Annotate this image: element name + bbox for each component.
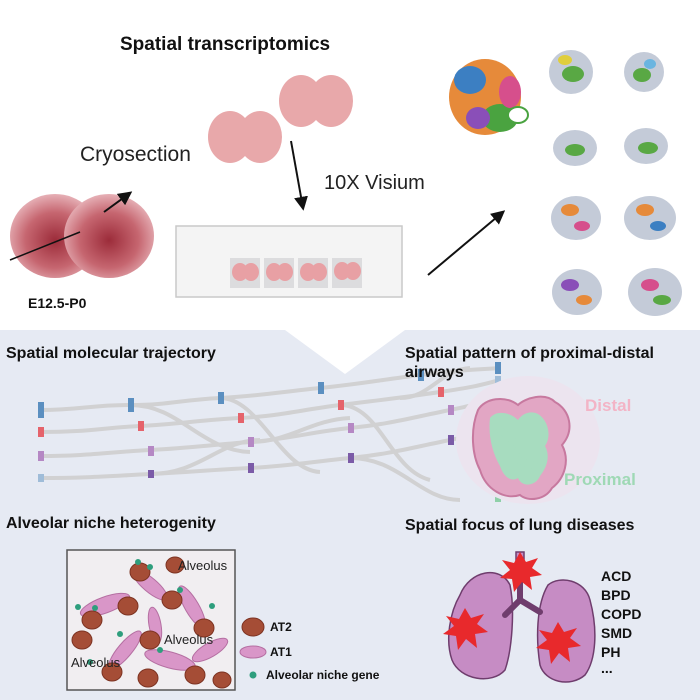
diseases-panel-title: Spatial focus of lung diseases <box>405 517 635 534</box>
disease-item: BPD <box>601 587 631 603</box>
airway-pattern-icon <box>456 376 600 504</box>
at2-cells <box>71 556 232 689</box>
visium-slide-icon <box>175 225 403 298</box>
proximal-label: Proximal <box>564 470 636 489</box>
at2-legend-icon <box>241 617 265 637</box>
arrow-icon <box>427 210 506 276</box>
legend-niche-gene: Alveolar niche gene <box>266 668 380 682</box>
disease-item: ... <box>601 660 613 676</box>
disease-item: SMD <box>601 625 633 641</box>
alveolus-label: Alveolus <box>71 655 121 670</box>
burst-star-icon <box>443 552 581 664</box>
disease-item: ACD <box>601 568 632 584</box>
main-title: Spatial transcriptomics <box>120 34 331 55</box>
at1-legend-icon <box>239 645 267 659</box>
spatial-cluster-map-icon <box>449 59 529 135</box>
legend-at2: AT2 <box>270 620 292 634</box>
cryosection-lung-icon <box>208 75 353 163</box>
arrow-icon <box>103 191 133 213</box>
stage-label: E12.5-P0 <box>28 295 87 311</box>
platform-label: 10X Visium <box>324 172 425 194</box>
alveolus-label: Alveolus <box>178 558 228 573</box>
disease-item: COPD <box>601 606 642 622</box>
spatial-cluster-map-icon <box>552 268 682 316</box>
airways-panel-title: Spatial pattern of proximal-distal airwa… <box>405 345 654 381</box>
disease-item: PH <box>601 644 621 660</box>
spatial-cluster-map-icon <box>549 50 664 94</box>
spatial-cluster-map-icon <box>553 128 668 166</box>
trajectory-panel-title: Spatial molecular trajectory <box>6 345 216 362</box>
arrow-icon <box>290 140 308 211</box>
legend-at1: AT1 <box>270 645 292 659</box>
embryonic-lung-icon <box>9 194 154 278</box>
niche-gene-legend-icon <box>249 671 257 679</box>
alveolar-niche-gene-dots <box>75 559 215 665</box>
spatial-cluster-map-icon <box>551 196 676 240</box>
niche-panel-title: Alveolar niche heterogenity <box>6 515 216 532</box>
distal-label: Distal <box>585 396 632 415</box>
cryosection-label: Cryosection <box>80 143 191 166</box>
alveolus-label: Alveolus <box>164 632 214 647</box>
